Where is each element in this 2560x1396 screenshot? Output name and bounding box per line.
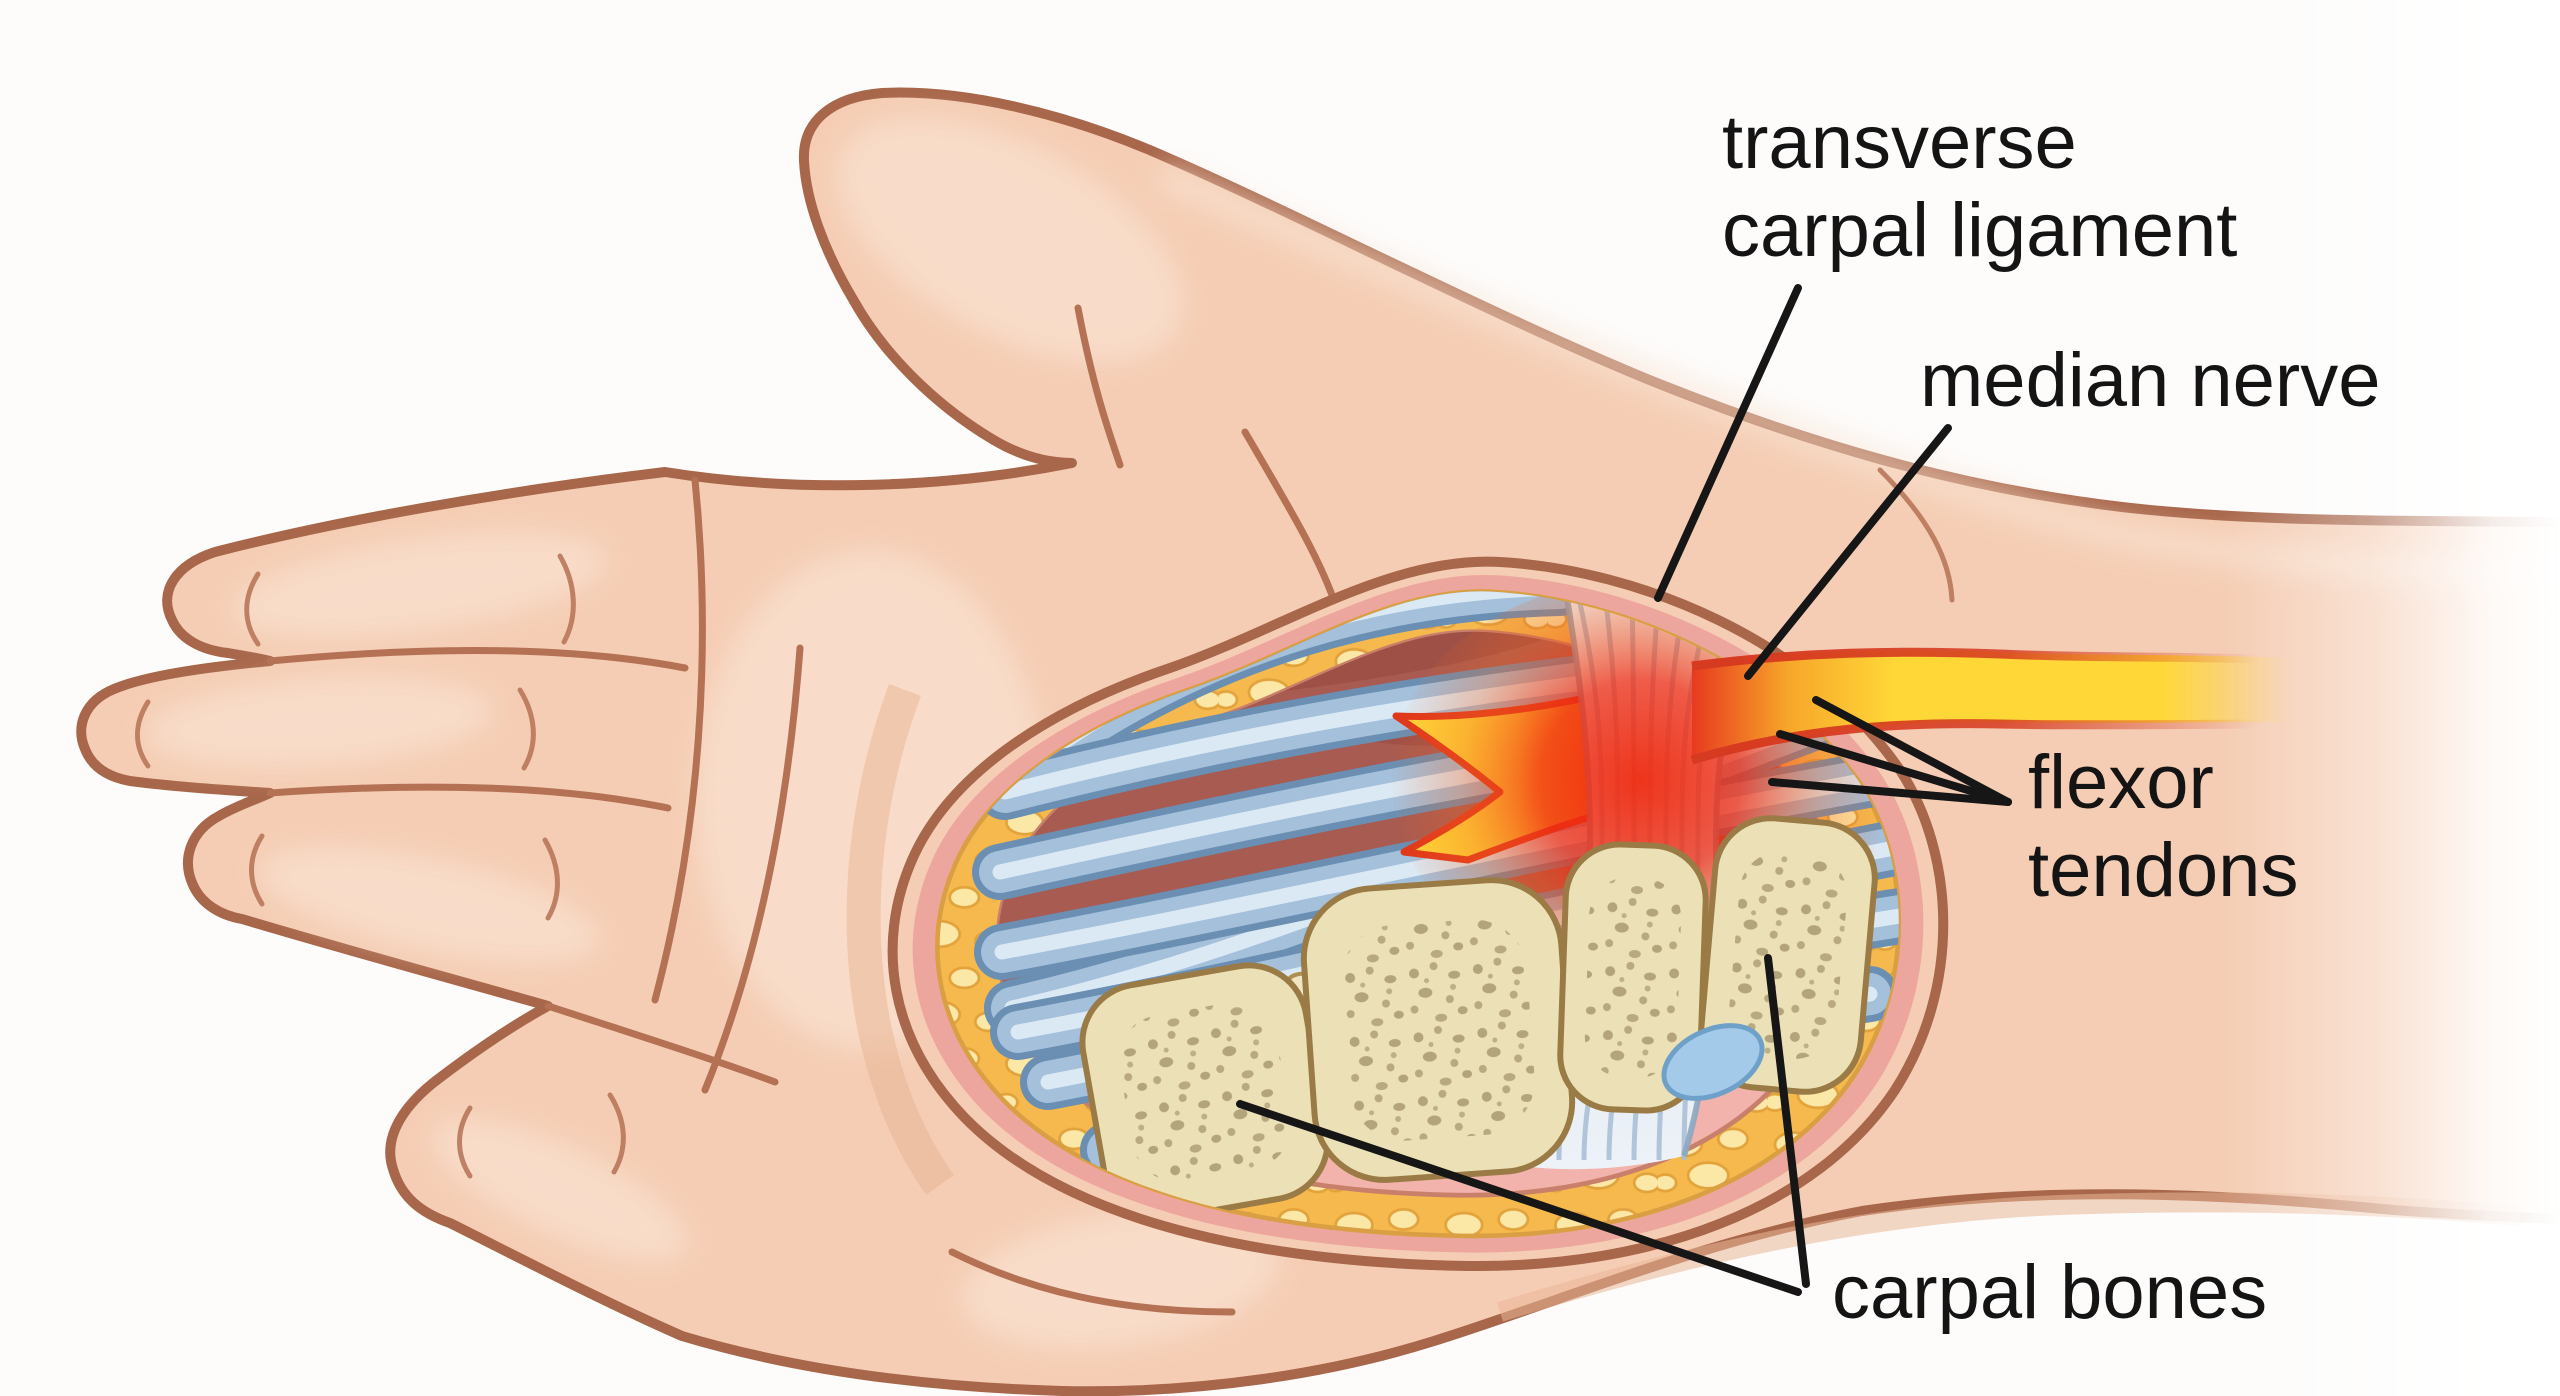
finger-separation-3 — [544, 1002, 779, 1086]
knuckle-mark-4 — [607, 1092, 626, 1175]
ring-highlight — [258, 847, 602, 963]
carpal-bone-4 — [1698, 815, 1878, 1095]
pointer-transverse-carpal-ligament — [1654, 284, 1802, 602]
carpal-bones-group — [1079, 815, 1878, 1222]
heel-crease — [948, 1248, 1236, 1316]
pointer-flexor-tendons-1 — [1812, 696, 2012, 806]
blood-vessel — [1661, 1023, 1765, 1101]
pinky-highlight — [431, 1118, 689, 1262]
median-nerve-band — [1692, 650, 2292, 762]
wrist-shadow-crescent — [846, 684, 954, 1195]
label-flexor-line2: tendons — [2028, 828, 2298, 913]
right-edge-fade — [2220, 0, 2560, 1396]
pointer-carpal-bones-2 — [1764, 954, 1810, 1288]
knuckle-mark-1 — [557, 553, 576, 645]
fingertip-crease-1 — [244, 571, 261, 647]
pointer-carpal-bones-1 — [1236, 1100, 1802, 1296]
pointer-flexor-tendons-2 — [1776, 730, 2012, 806]
fingertip-crease-4 — [457, 1105, 473, 1179]
thumb-highlight — [836, 117, 1184, 363]
index-highlight — [231, 532, 609, 638]
finger-separation-2 — [266, 783, 672, 812]
knuckle-mark-3 — [542, 837, 560, 921]
carpal-bone-2 — [1300, 877, 1576, 1183]
middle-highlight — [145, 676, 495, 768]
label-carpal-bones: carpal bones — [1832, 1250, 2267, 1335]
label-flexor-line1: flexor — [2028, 740, 2214, 825]
palm-crease-b — [701, 644, 804, 1094]
thumb-base-crease — [1074, 304, 1124, 469]
nerve-top-fringe — [1691, 647, 2286, 671]
carpal-bone-1 — [1079, 962, 1331, 1222]
knuckle-mark-2 — [517, 687, 536, 771]
labels: transverse carpal ligament median nerve … — [1722, 100, 2381, 1335]
label-median-nerve: median nerve — [1920, 338, 2381, 423]
carpal-bone-3 — [1557, 841, 1709, 1114]
label-transverse-line2: carpal ligament — [1722, 188, 2237, 273]
label-transverse-line1: transverse — [1722, 100, 2077, 185]
finger-separation-1 — [266, 647, 689, 672]
pointer-lines — [1236, 284, 2012, 1296]
thumb-web-crease — [1241, 428, 1342, 616]
palm-crease-a — [651, 476, 706, 1004]
pointer-flexor-tendons-3 — [1768, 778, 2012, 806]
fingertip-crease-2 — [135, 699, 151, 769]
fingertip-crease-3 — [249, 833, 265, 907]
pointer-median-nerve — [1744, 424, 1952, 680]
